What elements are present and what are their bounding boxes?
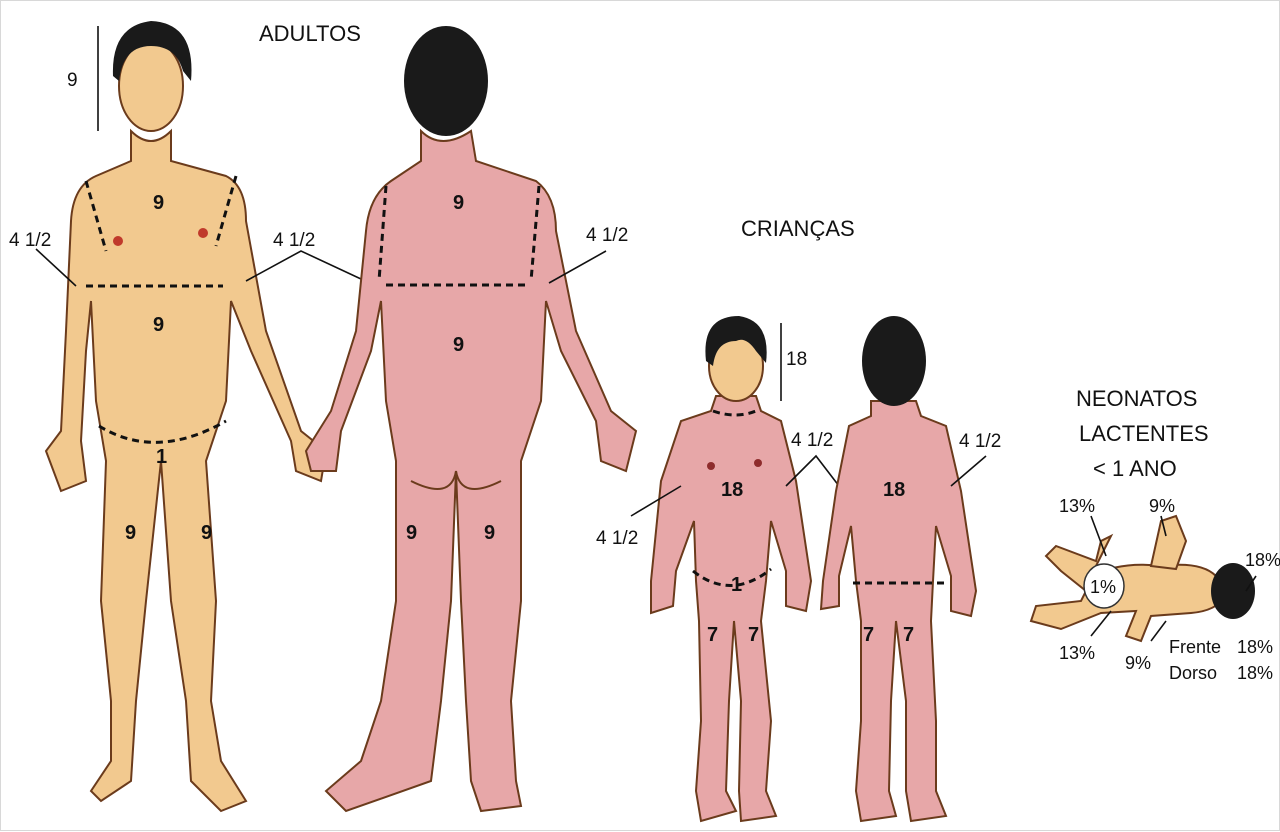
adult-front-figure [36,21,376,811]
infant-leg-bottom-leader [1151,621,1166,641]
infant-raised-leg [1151,516,1186,569]
infant-back-value: 18% [1237,663,1273,683]
child-back-body [821,401,976,821]
adult-back-lower-label: 9 [453,334,464,356]
child-back-figure [821,316,986,821]
adult-back-upper-label: 9 [453,192,464,214]
infant-genital-label: 1% [1090,577,1116,597]
infant-head-label: 18% [1245,550,1280,570]
infant-leg-bottom-label: 9% [1125,653,1151,673]
child-front-genital-label: 1 [731,574,742,596]
adult-front-leg-left-label: 9 [125,522,136,544]
neonates-title-line1: NEONATOS [1076,386,1197,411]
adult-front-arm-right-label: 4 1/2 [273,230,315,251]
child-front-leg-left-label: 7 [707,624,718,646]
infant-leg-top-label: 9% [1149,496,1175,516]
child-head-label: 18 [786,349,807,370]
adult-back-leg-left-label: 9 [406,522,417,544]
adult-back-head-hair [404,26,488,136]
adult-front-arm-left-label: 4 1/2 [9,230,51,251]
infant-figure [1031,516,1256,641]
infant-front-label: Frente [1169,637,1221,657]
adult-front-genital-label: 1 [156,446,167,468]
child-nipple-left [707,462,715,470]
child-front-leg-right-label: 7 [748,624,759,646]
adult-back-figure [306,26,636,811]
adult-back-arm-right-label: 4 1/2 [586,225,628,246]
infant-arm-top-label: 13% [1059,496,1095,516]
children-title: CRIANÇAS [741,216,855,241]
child-front-figure [631,316,839,821]
child-back-trunk-label: 18 [883,479,905,501]
adult-front-chest-label: 9 [153,192,164,214]
adult-back-leg-right-label: 9 [484,522,495,544]
child-front-body [651,396,811,821]
neonates-title-line3: < 1 ANO [1093,456,1177,481]
infant-front-value: 18% [1237,637,1273,657]
adult-nipple-right [198,228,208,238]
infant-body [1031,536,1226,641]
adult-head-label: 9 [67,70,78,91]
adult-arm-shared-leader [246,251,376,286]
child-nipple-right [754,459,762,467]
infant-head-hair [1211,563,1255,619]
child-front-arm-left-label: 4 1/2 [596,528,638,549]
infant-arm-bottom-label: 13% [1059,643,1095,663]
child-back-arm-right-label: 4 1/2 [959,431,1001,452]
child-front-trunk-label: 18 [721,479,743,501]
child-back-leg-right-label: 7 [903,624,914,646]
adult-front-abdomen-label: 9 [153,314,164,336]
adult-nipple-left [113,236,123,246]
infant-back-label: Dorso [1169,663,1217,683]
child-back-leg-left-label: 7 [863,624,874,646]
adults-title: ADULTOS [259,21,361,46]
child-front-arm-right-label: 4 1/2 [791,430,833,451]
neonates-title-line2: LACTENTES [1079,421,1209,446]
child-back-head-hair [862,316,926,406]
adult-front-leg-right-label: 9 [201,522,212,544]
